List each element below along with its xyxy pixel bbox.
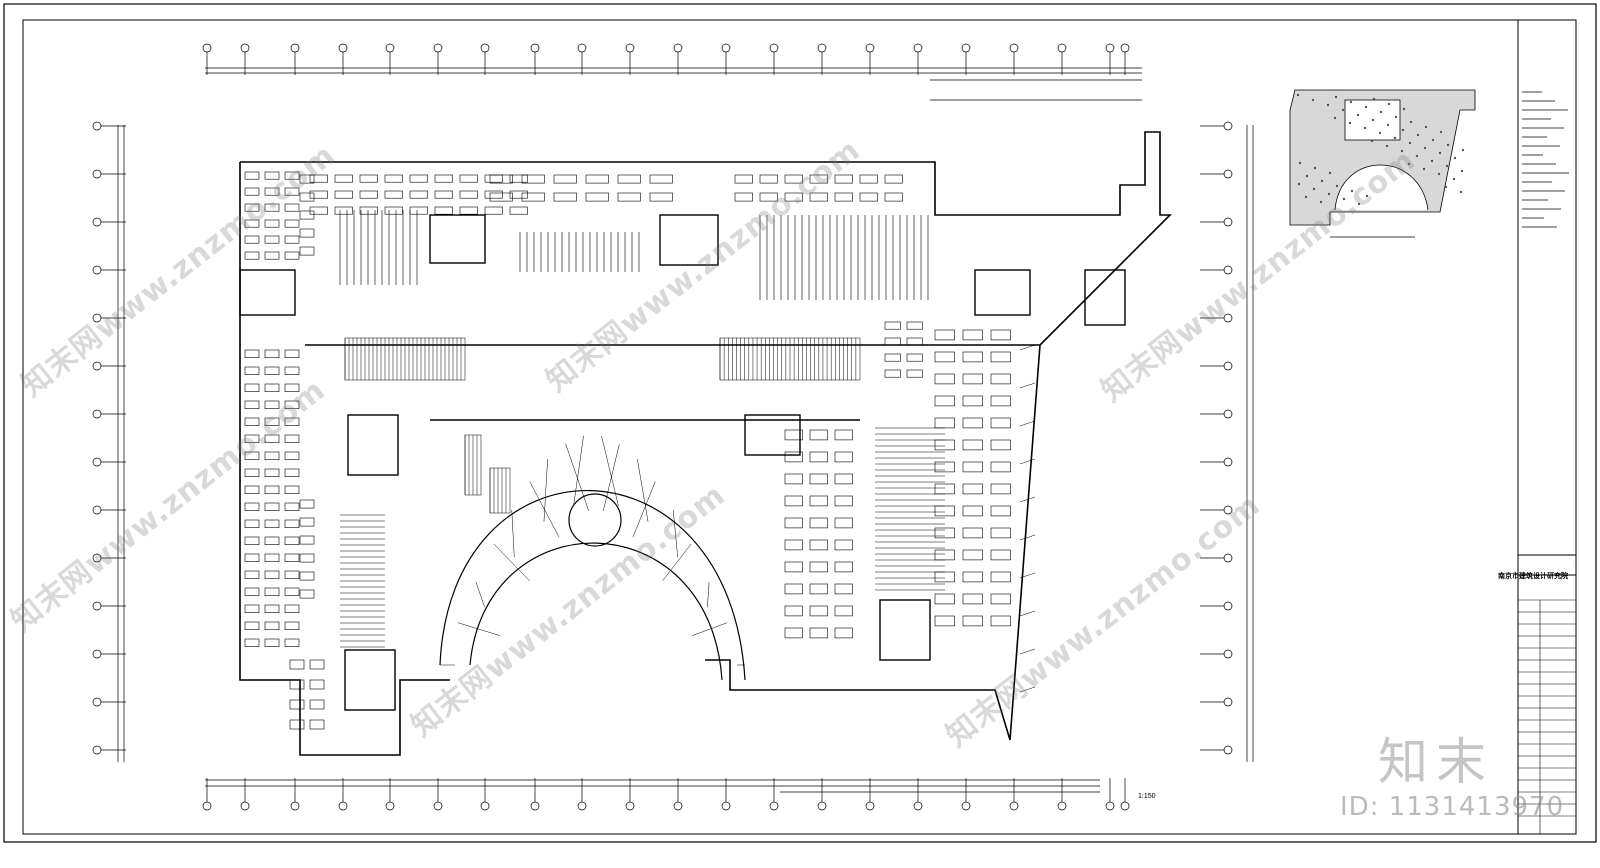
key-plan bbox=[1289, 89, 1476, 238]
arch-inner bbox=[469, 542, 723, 681]
arch-outer bbox=[439, 490, 746, 681]
scale-label: 1:150 bbox=[1138, 793, 1156, 800]
title-block bbox=[1517, 19, 1577, 835]
watermark-id: ID: 1131413970 bbox=[1340, 792, 1565, 822]
outer-border bbox=[3, 3, 1597, 843]
firm-name: 南京市建筑设计研究院 bbox=[1498, 573, 1568, 580]
watermark-logo: 知末 bbox=[1378, 733, 1494, 791]
building-outline bbox=[240, 131, 1172, 741]
